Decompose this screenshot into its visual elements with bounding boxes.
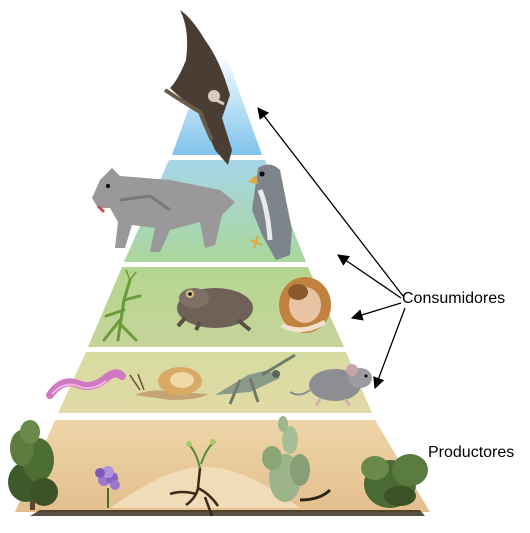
wolf-icon	[92, 168, 235, 252]
level-2-illustrations	[46, 353, 372, 407]
soil-mound	[110, 467, 300, 508]
worm-icon	[46, 369, 126, 399]
level-3-illustrations	[102, 269, 331, 342]
mantis-icon	[102, 269, 142, 342]
producers-illustrations	[8, 416, 428, 517]
level-4-illustrations	[92, 164, 292, 260]
vulture-icon	[163, 10, 232, 165]
falcon-icon	[248, 164, 292, 260]
mouse-icon	[289, 364, 372, 407]
grasshopper-icon	[215, 353, 296, 405]
toad-icon	[176, 288, 253, 332]
arrow-to-level-3	[350, 302, 402, 321]
consumer-arrows	[257, 107, 406, 390]
bush-icon	[361, 454, 428, 508]
snail-icon	[129, 367, 208, 400]
consumers-label: Consumidores	[402, 290, 506, 307]
pyramid-level-1	[15, 420, 430, 512]
arrow-to-level-2	[373, 307, 406, 390]
arrow-to-level-4	[337, 254, 402, 299]
level-5-illustrations	[163, 10, 232, 165]
flower-icon	[95, 466, 120, 508]
root-sprout-icon	[169, 439, 220, 517]
arrow-to-level-5	[257, 107, 404, 297]
shrub-icon	[8, 420, 58, 510]
pyramid-level-2	[58, 352, 372, 413]
cactus-icon	[262, 416, 332, 502]
producers-label: Productores	[428, 444, 515, 461]
ground-shadow	[30, 510, 425, 516]
snake-icon	[279, 277, 331, 333]
